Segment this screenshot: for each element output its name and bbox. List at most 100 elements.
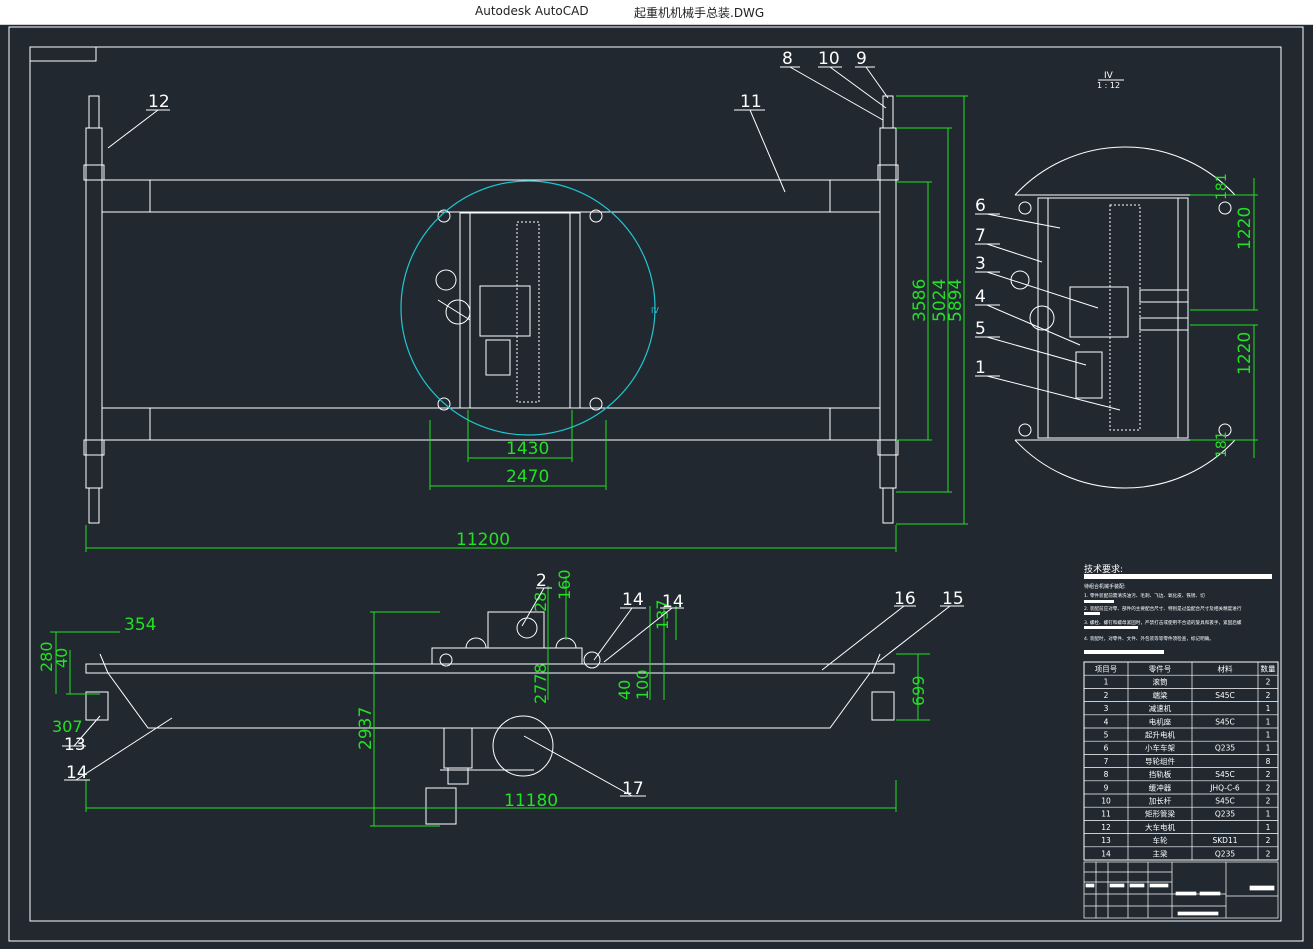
bom-cell: 1 [1266,823,1271,832]
dim-181-upper: 181 [1214,173,1230,200]
bom-cell: 矩形管梁 [1145,809,1175,819]
drawing-canvas[interactable]: IV 11200 2470 1430 3586 5024 5894 8 10 9… [0,25,1313,949]
dim-2470: 2470 [506,467,549,487]
bom-cell: 3 [1104,704,1109,713]
bom-cell: 9 [1104,783,1109,792]
tech-line-3-bar [1084,626,1138,629]
dim-11200: 11200 [456,530,510,550]
detail-circle-label: IV [651,306,659,315]
bom-header-cell: 数量 [1261,664,1277,674]
dim-40-left: 40 [52,648,71,668]
balloon-11: 11 [740,92,762,112]
bom-cell: 主梁 [1153,848,1169,858]
tech-line-2-bar [1084,612,1100,615]
tech-line-1-bar [1084,600,1114,603]
bom-cell: Q235 [1215,849,1235,858]
tech-line-4: 4. 装配时，对零件、文件、外包装等等零件须检查，标记明确。 [1084,635,1214,642]
bom-cell: 电机座 [1149,716,1172,726]
balloon-6: 6 [975,196,986,216]
dim-354: 354 [124,615,156,635]
dim-5024: 5024 [930,279,950,322]
bom-cell: 13 [1101,836,1111,845]
dim-3586: 3586 [910,279,930,322]
bom-cell: S45C [1215,770,1235,779]
bom-cell: 8 [1266,757,1271,766]
bom-cell: 大车电机 [1145,822,1175,832]
balloon-17: 17 [622,779,644,799]
bom-cell: 7 [1104,757,1109,766]
balloon-4: 4 [975,287,986,307]
bom-cell: 2 [1266,849,1271,858]
bom-cell: 缓冲器 [1149,782,1172,792]
bom-cell: 14 [1101,849,1111,858]
bom-cell: 1 [1266,810,1271,819]
dim-1220-lower: 1220 [1235,332,1255,375]
bom-cell: 2 [1104,691,1109,700]
dim-100: 100 [633,669,652,700]
tech-line-4-bar [1084,650,1164,654]
bom-cell: 8 [1104,770,1109,779]
dim-280: 280 [37,641,56,672]
cad-drawing[interactable]: IV 11200 2470 1430 3586 5024 5894 8 10 9… [0,25,1313,949]
bom-cell: 2 [1266,797,1271,806]
tech-line-3: 3. 螺栓、螺钉和螺母紧固时，严禁打击或使用不合适的旋具和扳手，紧固后螺 [1084,619,1242,626]
bom-cell: S45C [1215,691,1235,700]
bom-cell: SKD11 [1213,836,1238,845]
balloon-15: 15 [942,589,964,609]
dim-2937: 2937 [356,707,376,750]
inner-frame [29,46,1282,922]
bom-cell: Q235 [1215,744,1235,753]
bom-cell: 2 [1266,836,1271,845]
balloon-2: 2 [536,571,547,591]
front-view-leaders [62,587,964,797]
title-bar: Autodesk AutoCAD 起重机机械手总装.DWG [0,0,1313,25]
bom-cell: 起升电机 [1145,730,1175,740]
bom-cell: 1 [1266,731,1271,740]
bom-cell: 2 [1266,783,1271,792]
balloon-14-a: 14 [622,590,644,610]
bom-cell: 1 [1104,678,1109,687]
balloon-5: 5 [975,319,986,339]
bom-cell: Q235 [1215,810,1235,819]
top-view [83,95,899,524]
dim-1430: 1430 [506,439,549,459]
balloon-16: 16 [894,589,916,609]
dim-307: 307 [52,717,83,736]
view-label: IV [1104,71,1114,81]
dim-40-right: 40 [615,680,634,700]
balloon-9: 9 [856,49,867,69]
detail-view [975,146,1236,489]
bom-cell: 4 [1104,717,1109,726]
balloon-12: 12 [148,92,170,112]
balloon-3: 3 [975,254,986,274]
tech-line-2: 2. 装配前应对零、部件的主要配合尺寸、特别是过盈配合尺寸及相关精度进行 [1084,605,1242,612]
dim-2778: 2778 [531,663,550,704]
bom-cell: S45C [1215,797,1235,806]
corner-box [29,46,97,62]
bom-cell: 车轮 [1153,835,1169,845]
top-view-dimensions [85,95,968,552]
bom-cell: 减速机 [1149,703,1172,713]
bom-cell: 12 [1101,823,1111,832]
tech-requirements: 技术要求: 待组合机械手装配: 1. 零件装配前需清洗油污、毛刺、飞边、氧化皮、… [1084,563,1272,654]
balloon-14-b: 14 [662,592,684,612]
bom-cell: S45C [1215,717,1235,726]
bom-cell: 1 [1266,704,1271,713]
bom-cell: 小车车架 [1145,743,1175,753]
outer-frame [8,26,1304,942]
view-scale: 1 : 12 [1097,81,1120,90]
balloon-10: 10 [818,49,840,69]
bom-header-cell: 零件号 [1149,664,1172,674]
bom-cell: 挡轨板 [1149,769,1172,779]
top-view-leaders [107,66,889,193]
balloon-13: 13 [64,735,86,755]
front-view-dimensions [50,576,930,827]
balloon-14-c: 14 [66,763,88,783]
tech-line-1: 1. 零件装配前需清洗油污、毛刺、飞边、氧化皮、铁锈、切 [1084,592,1205,599]
bom-cell: 1 [1266,744,1271,753]
bom-cell: 6 [1104,744,1109,753]
dim-699: 699 [909,675,928,706]
dim-5894: 5894 [946,279,966,322]
dim-1220-upper: 1220 [1235,207,1255,250]
balloon-7: 7 [975,226,986,246]
